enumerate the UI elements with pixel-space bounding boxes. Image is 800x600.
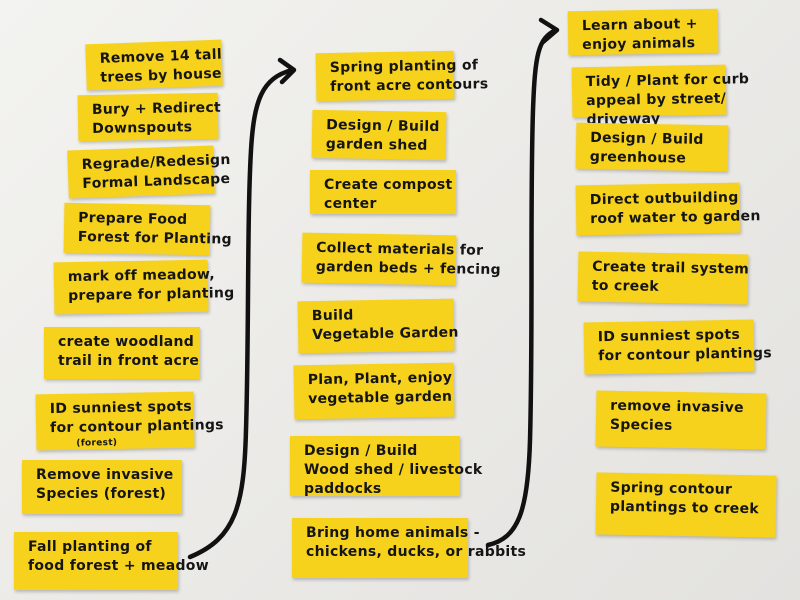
note-text-line: for contour plantings (49, 417, 225, 437)
note-text-line: trees by house (100, 65, 223, 86)
note-text-line: roof water to garden (590, 208, 761, 228)
note-text-line: Wood shed / livestock (304, 462, 483, 478)
note-text-line: Species (609, 416, 673, 434)
note-text-line: enjoy animals (582, 35, 696, 54)
note-text-line: prepare for planting (68, 285, 235, 305)
note-text-line: remove invasive (610, 397, 745, 417)
note-text-line: Learn about + (581, 16, 698, 35)
note-text-line: food forest + meadow (28, 558, 209, 574)
note-text-line: Prepare Food (78, 209, 188, 228)
note-text-line: Design / Build (590, 129, 704, 148)
note-text-line: garden shed (325, 136, 428, 154)
note-text-line: Bury + Redirect (91, 99, 222, 118)
note-text-line: trail in front acre (58, 353, 200, 369)
note-text-line: center (324, 196, 377, 212)
note-text-line: plantings to creek (609, 498, 760, 518)
note-text-line: Create compost (324, 177, 453, 193)
sticky-note: Bring home animals - chickens, ducks, or … (292, 518, 527, 578)
note-text-line: chickens, ducks, or rabbits (306, 544, 527, 560)
note-text-line: create woodland (58, 334, 195, 350)
note-text-line: paddocks (304, 481, 382, 497)
note-text-line: ID sunniest spots (597, 326, 741, 346)
note-text-line: Create trail system (592, 258, 750, 278)
note-subscript: (forest) (76, 437, 118, 449)
note-text-line: Formal Landscape (82, 170, 231, 193)
note-text-line: Design / Build (326, 117, 440, 136)
note-text-line: Spring planting of (329, 57, 479, 76)
note-text-line: Design / Build (304, 443, 418, 459)
sticky-note: mark off meadow,prepare for planting (53, 259, 235, 315)
note-text-line: Bring home animals - (306, 525, 480, 541)
sticky-note: Fall planting of food forest + meadow (14, 532, 209, 590)
note-text-line: garden beds + fencing (315, 258, 501, 279)
note-text-line: Downspouts (92, 119, 193, 137)
note-text-line: Remove invasive (36, 467, 174, 483)
note-text-line: Collect materials for (316, 239, 484, 259)
note-text-line: Build (311, 307, 354, 325)
note-text-line: to creek (591, 277, 660, 295)
note-text-line: ID sunniest spots (49, 398, 193, 418)
note-text-line: Plan, Plant, enjoy (307, 369, 453, 389)
note-text-line: Vegetable Garden (312, 324, 459, 344)
note-text-line: Forest for Planting (77, 228, 233, 248)
note-text-line: appeal by street/ (586, 90, 727, 110)
sticky-note: create woodland trail in front acre (44, 327, 200, 379)
note-text-line: front acre contours (330, 76, 489, 95)
sticky-note: Create compost center (310, 170, 456, 214)
note-text-line: for contour plantings (598, 345, 773, 365)
note-text-line: Species (forest) (36, 486, 167, 502)
sticky-note: Learn about +enjoy animals (567, 8, 719, 56)
note-text-line: Fall planting of (28, 539, 152, 555)
note-text-line: mark off meadow, (67, 266, 216, 286)
note-text-line: greenhouse (589, 148, 687, 167)
note-text-line: vegetable garden (307, 388, 453, 408)
note-text-line: Tidy / Plant for curb (585, 71, 750, 91)
note-text-line: Direct outbuilding (589, 189, 739, 209)
